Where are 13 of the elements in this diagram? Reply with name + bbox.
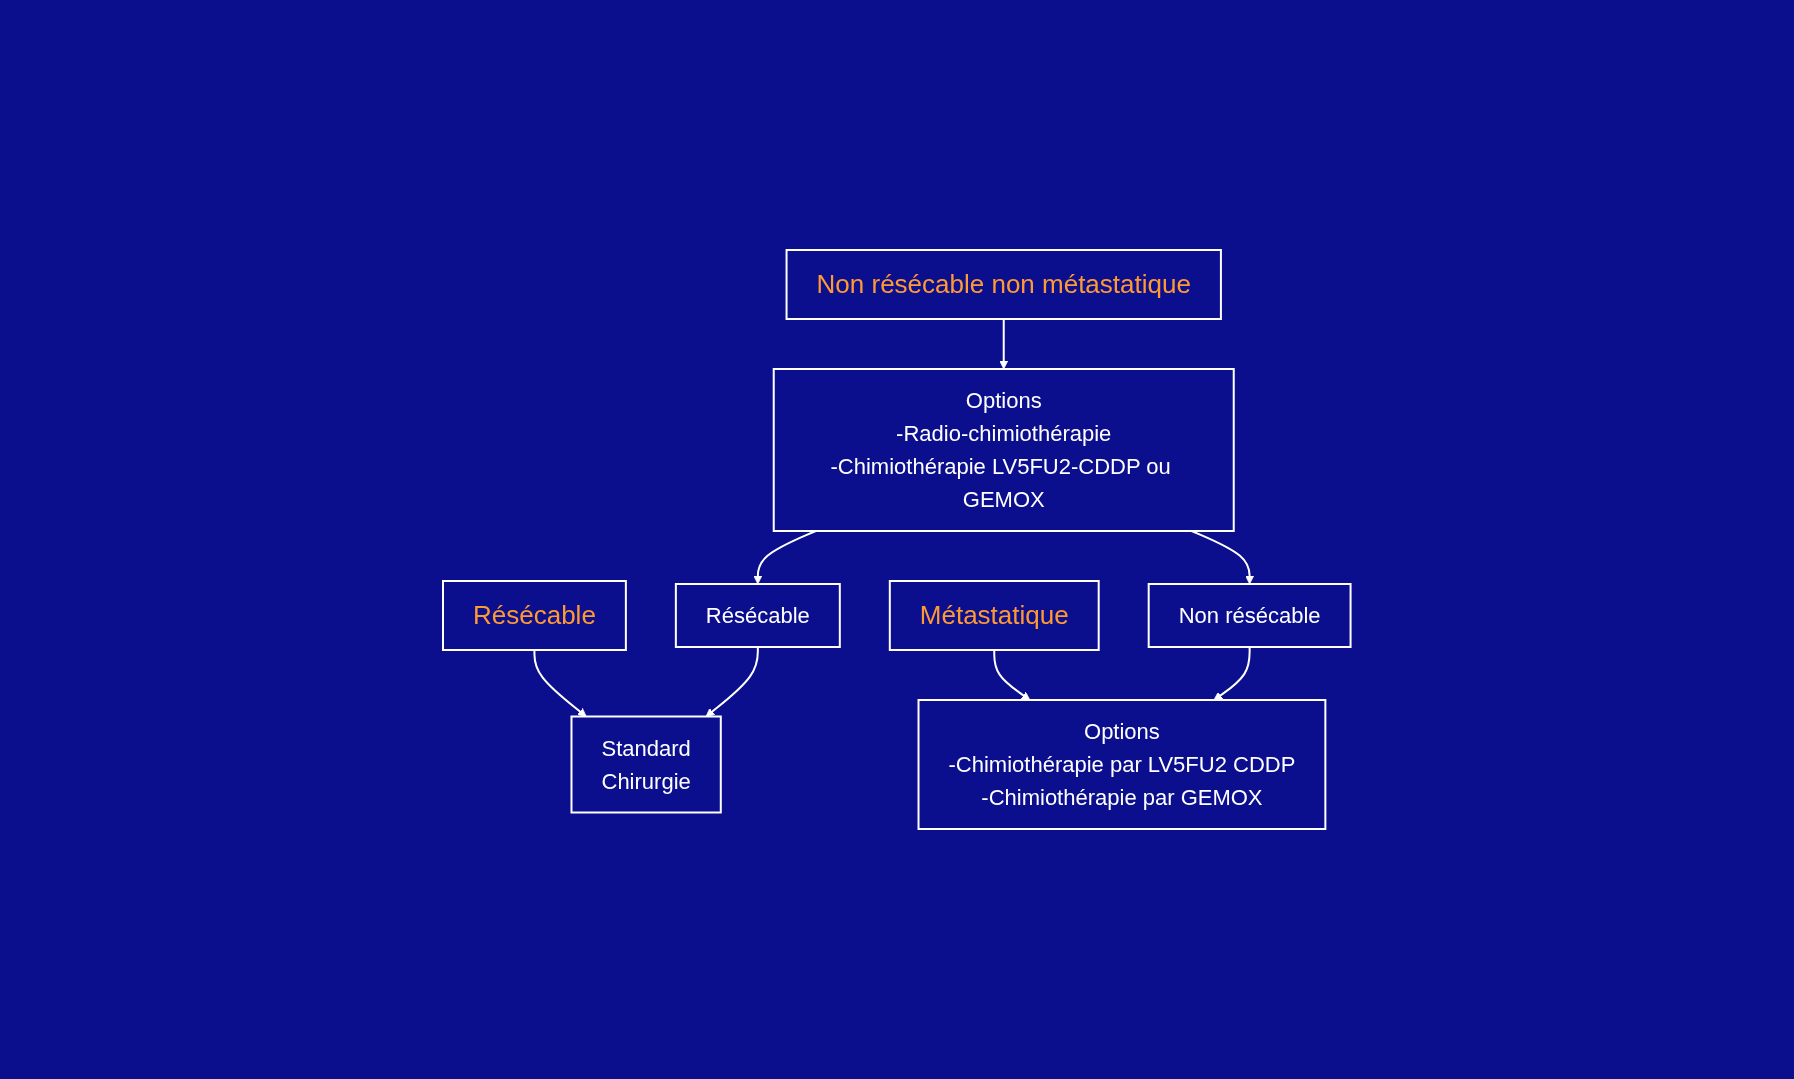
node-box: Standard Chirurgie — [570, 715, 722, 814]
arrow — [993, 649, 1031, 701]
arrow — [533, 649, 587, 717]
arrow — [705, 646, 760, 717]
node-box: Résécable — [675, 583, 842, 648]
node-box: Non résécable non métastatique — [785, 249, 1223, 320]
arrow — [999, 318, 1009, 370]
node-box: Non résécable — [1147, 583, 1352, 648]
node-box: Options -Chimiothérapie par LV5FU2 CDDP -Chimiothérapie par GEMOX — [917, 699, 1327, 830]
arrow — [1213, 646, 1251, 701]
node-box: Options -Radio-chimiothérapie -Chimiothérapie LV5FU2-CDDP ou GEMOX — [772, 368, 1235, 532]
node-box: Métastatique — [889, 580, 1100, 651]
node-box: Résécable — [442, 580, 628, 651]
